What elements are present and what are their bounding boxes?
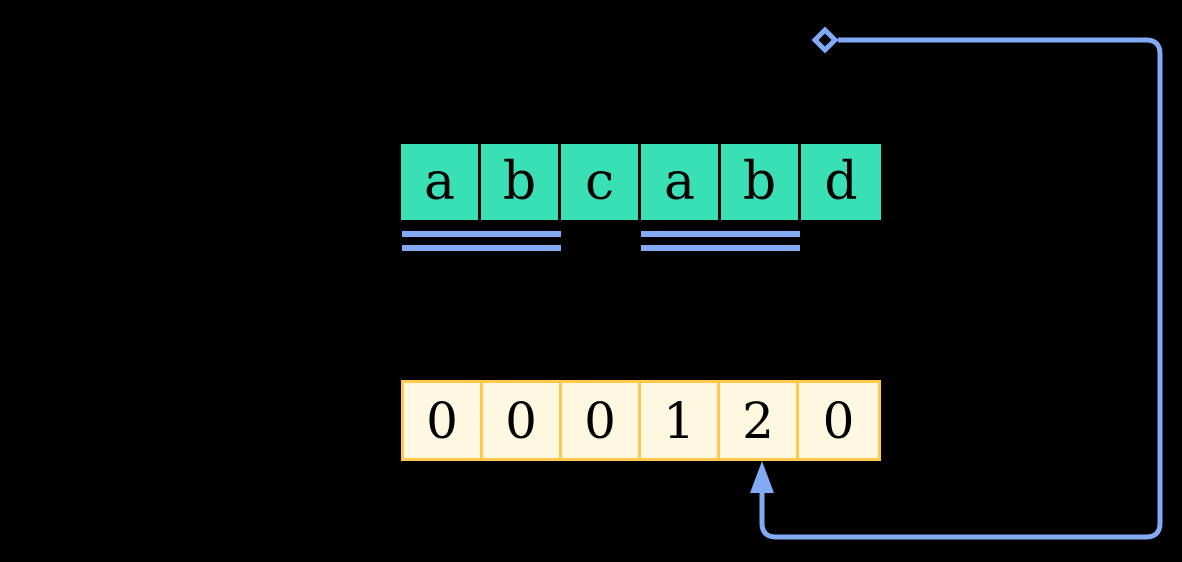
underline-rule xyxy=(641,231,800,237)
underline-rule xyxy=(641,245,800,251)
lps-cell[interactable]: 0 xyxy=(562,383,641,458)
pattern-cell[interactable]: a xyxy=(641,144,721,220)
lps-cell[interactable]: 0 xyxy=(483,383,562,458)
lps-array: 0 0 0 1 2 0 xyxy=(401,380,881,461)
pattern-array: a b c a b d xyxy=(401,144,881,220)
connector-path xyxy=(759,37,1163,540)
lps-cell[interactable]: 1 xyxy=(641,383,720,458)
pattern-cell[interactable]: b xyxy=(721,144,801,220)
lps-cell[interactable]: 2 xyxy=(720,383,799,458)
pattern-cell[interactable]: b xyxy=(481,144,561,220)
underline-rule xyxy=(402,231,561,237)
suffix-underline-marker xyxy=(641,231,800,251)
underline-rule xyxy=(402,245,561,251)
lps-cell[interactable]: 0 xyxy=(404,383,483,458)
prefix-underline-marker xyxy=(402,231,561,251)
lps-cell[interactable]: 0 xyxy=(799,383,878,458)
pattern-cell[interactable]: a xyxy=(401,144,481,220)
diamond-endpoint-icon xyxy=(811,26,839,54)
pattern-cell[interactable]: c xyxy=(561,144,641,220)
pattern-cell[interactable]: d xyxy=(801,144,881,220)
arrowhead-icon xyxy=(750,461,774,493)
